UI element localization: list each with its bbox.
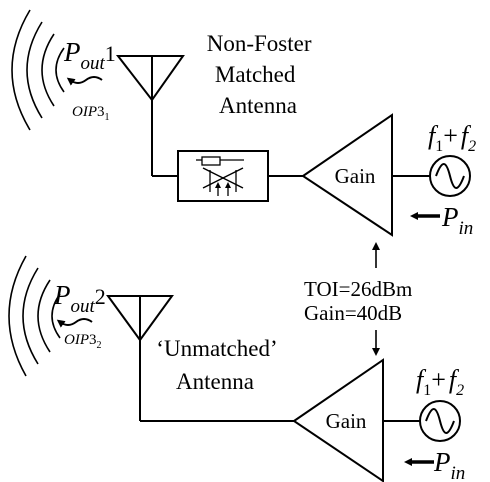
svg-text:Gain: Gain bbox=[335, 164, 376, 188]
bottom-oip3-label: OIP32 bbox=[64, 332, 102, 351]
top-amplifier: Gain bbox=[301, 113, 393, 237]
top-pin-label: Pin bbox=[441, 202, 473, 239]
bottom-output-arrow bbox=[56, 318, 93, 328]
top-antenna bbox=[115, 55, 185, 177]
svg-text:Gain: Gain bbox=[326, 409, 367, 433]
bottom-pin-label: Pin bbox=[433, 447, 465, 482]
bottom-radiation-waves bbox=[8, 255, 61, 377]
top-radiation-waves bbox=[11, 9, 65, 131]
top-source-label: f1+f2 bbox=[428, 121, 476, 155]
top-signal-source bbox=[429, 155, 471, 197]
toi-spec: TOI=26dBm bbox=[304, 277, 412, 301]
bottom-antenna-label: ‘Unmatched’ Antenna bbox=[156, 336, 281, 394]
top-oip3-label: OIP31 bbox=[72, 104, 110, 123]
top-output-arrow bbox=[66, 76, 103, 86]
top-antenna-label: Non-Foster Matched Antenna bbox=[207, 31, 318, 118]
bottom-source-label: f1+f2 bbox=[416, 365, 464, 399]
gain-spec: Gain=40dB bbox=[304, 301, 402, 325]
bottom-signal-source bbox=[419, 400, 461, 442]
matching-network-box bbox=[177, 150, 269, 202]
bottom-amplifier: Gain bbox=[292, 358, 384, 482]
bottom-pout-label: Pout2 bbox=[53, 280, 106, 317]
top-pout-label: Pout1 bbox=[63, 37, 116, 74]
bottom-antenna bbox=[106, 295, 294, 422]
